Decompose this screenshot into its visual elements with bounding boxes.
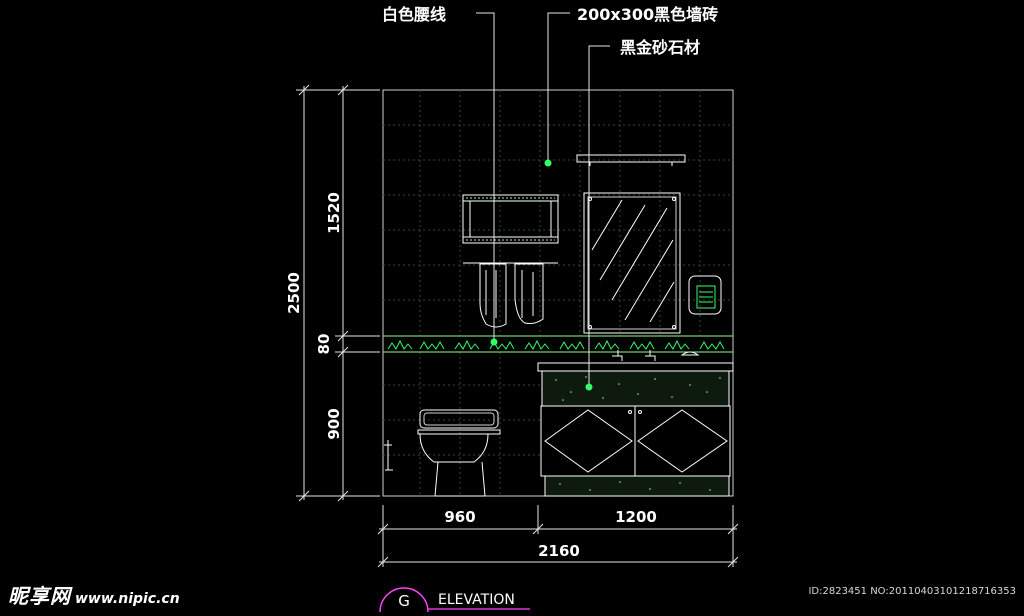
mirror-light: [576, 154, 686, 166]
hand-dryer: [688, 275, 722, 315]
dim-band-height: 80: [315, 334, 333, 355]
callout-markers: [490, 159, 593, 391]
title-circle: [379, 587, 429, 613]
waist-line-label: 白色腰线: [382, 5, 446, 24]
toilet: [384, 409, 501, 497]
horizontal-dimensions: [377, 505, 739, 568]
watermark-url: www.nipic.cn: [75, 591, 180, 607]
title-label: ELEVATION: [438, 592, 515, 608]
leader-lines: [476, 12, 610, 387]
stone-texture: [555, 376, 721, 491]
callout-labels: 白色腰线 200x300黑色墙砖 黑金砂石材: [382, 5, 718, 57]
stone-label: 黑金砂石材: [620, 38, 700, 57]
image-id-text: ID:2823451 NO:20110403101218716353: [808, 586, 1016, 597]
mirror: [583, 192, 681, 334]
tile-grid: [383, 90, 733, 496]
title-block: G ELEVATION: [379, 587, 530, 613]
dim-lower-height: 900: [325, 408, 343, 439]
dim-total-height: 2500: [285, 272, 303, 314]
stone-marker: [585, 383, 593, 391]
waist-line-marker: [490, 338, 498, 346]
towel-shelf: [462, 194, 559, 244]
towel-bar: [463, 262, 558, 328]
dim-upper-height: 1520: [325, 192, 343, 234]
dim-left-width: 960: [444, 508, 475, 526]
vertical-dimensions: [296, 84, 380, 502]
watermark-site: 昵享网: [8, 584, 71, 608]
vanity-cabinet: [537, 350, 734, 497]
wall-tile-marker: [544, 159, 552, 167]
horizontal-dimension-labels: 960 1200 2160: [444, 508, 657, 560]
vertical-dimension-labels: 2500 1520 80 900: [285, 192, 343, 440]
waist-line-band: [383, 335, 733, 353]
dim-right-width: 1200: [615, 508, 657, 526]
title-marker: G: [398, 592, 410, 610]
wall-tile-label: 200x300黑色墙砖: [577, 5, 718, 24]
dim-total-width: 2160: [538, 542, 580, 560]
